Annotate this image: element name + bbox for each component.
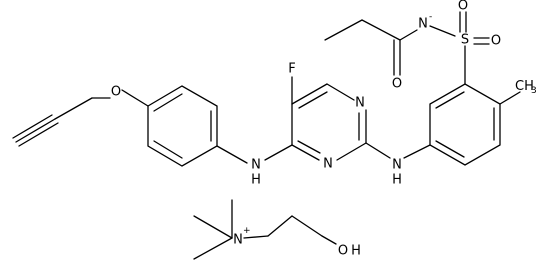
- alkyne-bond: [15, 118, 56, 143]
- pyrimidine-bond: [336, 142, 367, 161]
- pyrimidine-n-top-label: N: [355, 96, 365, 111]
- phenyl-ring-right: [429, 83, 501, 166]
- pyrimidine-bond: [326, 83, 355, 101]
- methyl-bond: [499, 91, 521, 105]
- sulfonyl-oxygen-right-label: O: [491, 34, 501, 49]
- amide-bond: [399, 29, 418, 41]
- ammonium-methyl-bond: [193, 237, 233, 260]
- amine-left-h-label: H: [251, 173, 261, 188]
- pyrimidine-bond: [291, 144, 320, 161]
- amine-bond: [216, 145, 248, 164]
- hydroxyl-oxygen-label: O: [338, 244, 348, 259]
- aromatic-bond: [435, 140, 465, 158]
- amine-left-n-label: N: [251, 158, 261, 173]
- alkyne-bond: [12, 114, 53, 139]
- pyrimidine-bond: [291, 83, 328, 105]
- amine-bond: [264, 144, 293, 161]
- sulfonyl-oxygen-top-label: O: [458, 0, 468, 14]
- ether-oxygen-label: O: [111, 85, 121, 100]
- amine-bond: [365, 142, 391, 159]
- alkyne-bond: [18, 122, 59, 147]
- amine-bond: [403, 144, 431, 159]
- amine-right-n-label: N: [392, 158, 402, 173]
- aromatic-bond: [297, 140, 321, 154]
- methyl-label: CH: [515, 79, 534, 94]
- fluorine-label: F: [288, 62, 295, 77]
- bonds: [12, 11, 521, 260]
- amide-negative-charge: -: [429, 12, 432, 22]
- pyrimidine-n-bottom-label: N: [323, 157, 333, 172]
- phenyl-ring-left: [147, 85, 218, 167]
- ammonium-chain-bond: [291, 215, 323, 237]
- hydroxyl-h-label: H: [351, 244, 361, 259]
- hydroxyl-bond: [321, 235, 337, 245]
- propargyl-bond: [54, 97, 93, 120]
- aromatic-bond: [435, 91, 465, 109]
- carbonyl-oxygen-label: O: [392, 77, 402, 92]
- sulfur-label: S: [461, 33, 469, 48]
- ammonium-chain-bond: [267, 215, 293, 237]
- aromatic-bond: [153, 140, 183, 159]
- atom-labels: O F N N N H N H S O O N - O CH 3 N + O H: [111, 0, 537, 259]
- amine-right-h-label: H: [392, 173, 402, 188]
- ammonium-nitrogen-label: N: [233, 233, 243, 248]
- ether-bond: [121, 89, 149, 107]
- ammonium-positive-charge: +: [243, 226, 251, 236]
- ammonium-chain-bond: [243, 235, 269, 239]
- alkyl-bond: [361, 19, 401, 41]
- sulfonamide-bond: [429, 25, 456, 37]
- ammonium-methyl-bond: [193, 215, 233, 239]
- alkyl-bond: [324, 19, 363, 41]
- aromatic-bond: [153, 93, 183, 112]
- aromatic-bond: [298, 91, 328, 109]
- methyl-subscript: 3: [531, 86, 537, 96]
- amide-nitrogen-label: N: [418, 17, 428, 32]
- methyl-text: CH: [515, 79, 534, 94]
